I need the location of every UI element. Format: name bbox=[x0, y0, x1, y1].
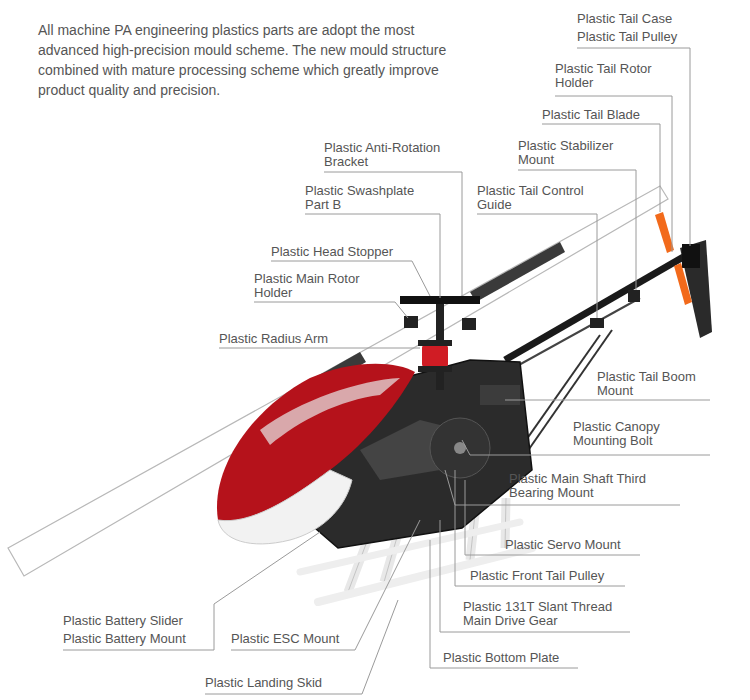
part-name: Plastic Stabilizer Mount bbox=[518, 139, 633, 167]
part-name: Plastic Tail Pulley bbox=[577, 30, 677, 44]
part-name: Plastic Radius Arm bbox=[219, 332, 328, 346]
part-name: Plastic Tail Boom Mount bbox=[597, 370, 717, 398]
part-name: Plastic 131T Slant Thread Main Drive Gea… bbox=[463, 600, 633, 628]
part-name: Plastic Battery Mount bbox=[63, 632, 186, 646]
part-name: Plastic Tail Rotor Holder bbox=[555, 62, 680, 90]
intro-text: All machine PA engineering plastics part… bbox=[38, 20, 468, 100]
part-name: Plastic Swashplate Part B bbox=[305, 184, 430, 212]
part-name: Plastic Main Rotor Holder bbox=[254, 272, 379, 300]
part-name: Plastic Main Shaft Third Bearing Mount bbox=[509, 472, 674, 500]
part-name: Plastic Anti-Rotation Bracket bbox=[324, 141, 464, 169]
part-name: Plastic Bottom Plate bbox=[443, 651, 559, 665]
part-name: Plastic Canopy Mounting Bolt bbox=[573, 420, 683, 448]
part-name: Plastic Servo Mount bbox=[505, 538, 621, 552]
part-name: Plastic ESC Mount bbox=[231, 632, 339, 646]
part-name: Plastic Tail Case bbox=[577, 12, 672, 26]
part-name: Plastic Tail Control Guide bbox=[477, 184, 607, 212]
part-name: Plastic Battery Slider bbox=[63, 614, 183, 628]
part-name: Plastic Head Stopper bbox=[271, 245, 393, 259]
part-name: Plastic Landing Skid bbox=[205, 676, 322, 690]
part-name: Plastic Front Tail Pulley bbox=[470, 569, 604, 583]
part-name: Plastic Tail Blade bbox=[542, 108, 640, 122]
